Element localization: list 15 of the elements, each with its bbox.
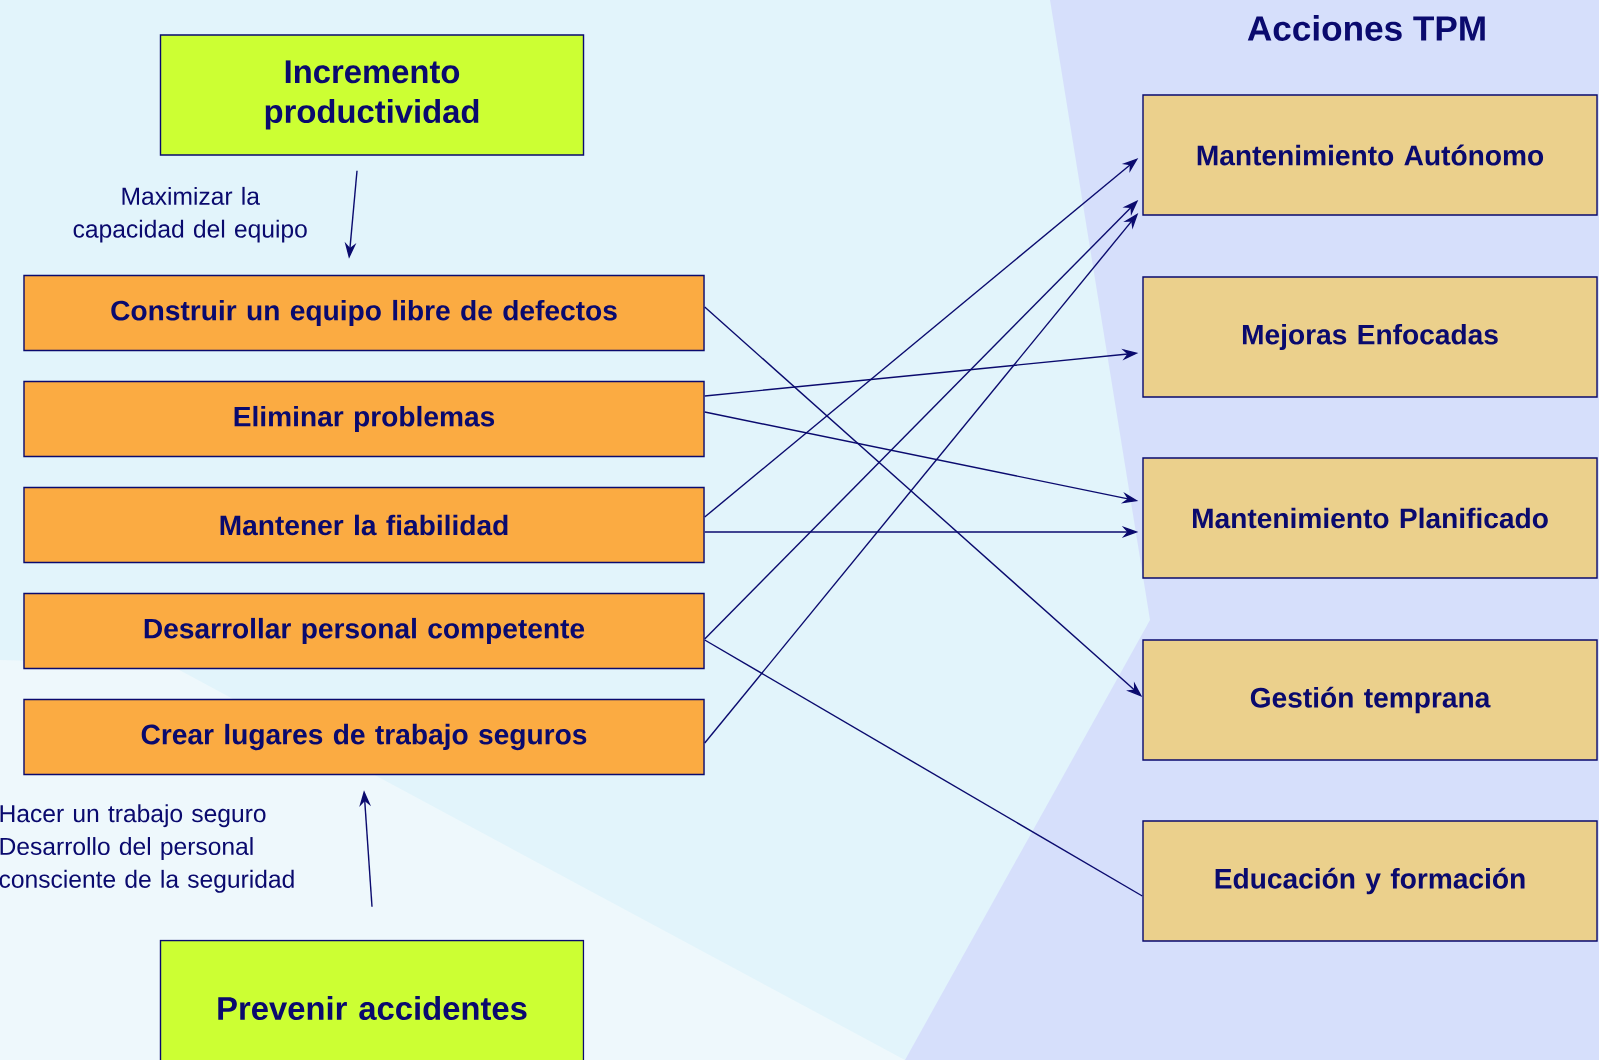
goal-box: Incremento productividad (159, 34, 585, 156)
title: Acciones TPM (1247, 15, 1485, 41)
objective-box: Crear lugares de trabajo seguros (23, 698, 705, 776)
edge-label: Maximizar la capacidad del equipo (73, 186, 307, 243)
objective-box: Mantener la fiabilidad (23, 486, 705, 564)
objective-box: Eliminar problemas (23, 380, 705, 458)
action-box: Educación y formación (1142, 820, 1598, 942)
goal-box: Prevenir accidentes (159, 939, 585, 1060)
action-box: Mejoras Enfocadas (1142, 276, 1598, 398)
action-box: Gestión temprana (1142, 639, 1598, 761)
action-box: Mantenimiento Planificado (1142, 457, 1598, 579)
action-box: Mantenimiento Autónomo (1142, 94, 1598, 216)
objective-box: Construir un equipo libre de defectos (23, 274, 705, 352)
edge-label: Hacer un trabajo seguro Desarrollo del personal consciente de la seguridad (0, 804, 294, 893)
objective-box: Desarrollar personal competente (23, 592, 705, 670)
